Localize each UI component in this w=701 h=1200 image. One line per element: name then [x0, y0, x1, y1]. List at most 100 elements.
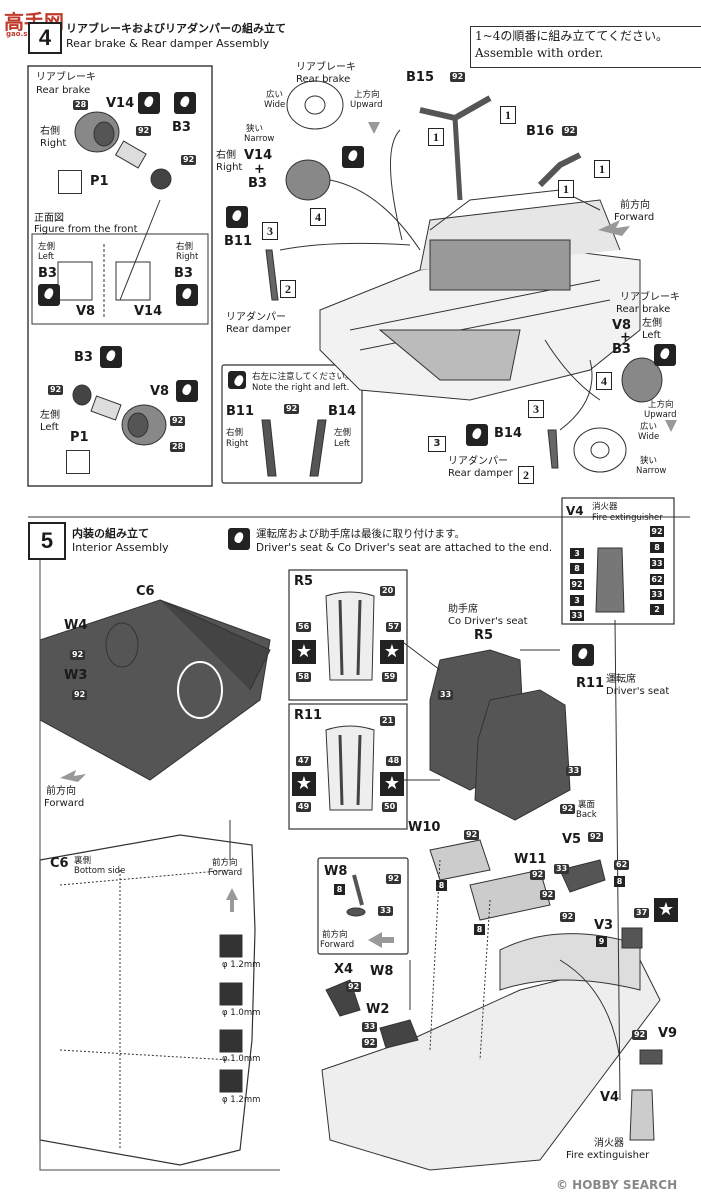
front-view-en: Figure from the front	[34, 224, 138, 235]
w8-forward-jp: 前方向	[322, 930, 348, 940]
part-92: 92	[560, 804, 576, 814]
w8-forward-en: Forward	[320, 940, 355, 950]
step5-note-en: Driver's seat & Co Driver's seat are att…	[256, 542, 553, 554]
order-step-1: 1	[594, 160, 610, 178]
no-glue-icon	[66, 450, 90, 474]
step4-title-jp: リアブレーキおよびリアダンパーの組み立て	[66, 22, 286, 35]
part-92: 92	[136, 126, 152, 136]
step5-note-jp: 運転席および助手席は最後に取り付けます。	[256, 528, 465, 540]
part-v14: V14	[106, 96, 135, 111]
color-8: 8	[650, 542, 664, 553]
drill-size: φ 1.0mm	[222, 1008, 261, 1018]
part-v8: V8	[612, 318, 632, 333]
part-c6: C6	[136, 584, 155, 599]
c4-rear-brake-en: Rear brake	[296, 74, 351, 85]
color-92: 92	[650, 526, 664, 537]
glue-icon	[38, 284, 60, 306]
assembly-order-box: 1~4の順番に組み立ててください。 Assemble with order.	[470, 26, 701, 68]
damper-right-en: Right	[226, 439, 249, 449]
part-v3: V3	[594, 918, 614, 933]
color-2: 2	[650, 604, 664, 615]
part-92: 92	[346, 982, 362, 992]
part-33: 33	[362, 1022, 378, 1032]
fv-left-en: Left	[38, 252, 54, 262]
part-47: 47	[296, 756, 312, 766]
c4-narrow-en: Narrow	[244, 134, 275, 144]
lp-left-en: Left	[40, 422, 59, 433]
glue-icon	[466, 424, 488, 446]
part-w11: W11	[514, 852, 547, 867]
step5-title-en: Interior Assembly	[72, 541, 169, 554]
part-92: 92	[284, 404, 300, 414]
back-jp: 裏面	[578, 800, 596, 810]
part-v4: V4	[600, 1090, 620, 1105]
glue-icon	[100, 346, 122, 368]
w8-box-code: W8	[324, 864, 348, 879]
part-57: 57	[386, 622, 402, 632]
color-33: 33	[650, 558, 664, 569]
fv-right-jp: 右側	[176, 242, 194, 252]
part-92: 92	[70, 650, 86, 660]
color-8: 8	[474, 924, 485, 935]
c6-bottom-en: Bottom side	[74, 866, 126, 876]
c4-forward-en: Forward	[614, 212, 655, 223]
part-49: 49	[296, 802, 312, 812]
glue-icon	[176, 380, 198, 402]
c4-upward2-jp: 上方向	[648, 400, 674, 410]
order-step-4: 4	[596, 372, 612, 390]
part-b3: B3	[248, 176, 267, 191]
part-w4: W4	[64, 618, 88, 633]
c6-bottom-jp: 裏側	[74, 856, 92, 866]
c4-wide-jp: 広い	[266, 90, 284, 100]
glue-icon	[228, 371, 246, 389]
lower-fire-jp: 消火器	[594, 1138, 624, 1149]
step4-number: 4	[28, 22, 62, 54]
part-33: 33	[554, 864, 570, 874]
part-v8: V8	[150, 384, 170, 399]
watermark-credit: © HOBBY SEARCH	[556, 1178, 678, 1192]
part-w3: W3	[64, 668, 88, 683]
order-en: Assemble with order.	[475, 46, 604, 60]
c4-damper-jp: リアダンパー	[226, 312, 286, 323]
plus-sign: +	[620, 330, 631, 345]
part-r5: R5	[474, 628, 494, 643]
part-v14: V14	[134, 304, 163, 319]
glue-icon	[226, 206, 248, 228]
step4-title-en: Rear brake & Rear damper Assembly	[66, 37, 270, 50]
fv-right-en: Right	[176, 252, 199, 262]
damper-note-en: Note the right and left.	[252, 383, 350, 393]
c4-rear-brake-jp: リアブレーキ	[296, 62, 356, 73]
part-92: 92	[170, 416, 186, 426]
part-w2: W2	[366, 1002, 390, 1017]
c4-rb2-jp: リアブレーキ	[620, 292, 680, 303]
damper-right-jp: 右側	[226, 428, 244, 438]
part-50: 50	[382, 802, 398, 812]
part-48: 48	[386, 756, 402, 766]
glue-icon	[174, 92, 196, 114]
part-33: 33	[378, 906, 394, 916]
c4-narrow2-jp: 狭い	[640, 456, 658, 466]
part-92: 92	[562, 126, 578, 136]
glue-icon	[176, 284, 198, 306]
part-v8: V8	[76, 304, 96, 319]
part-92: 92	[386, 874, 402, 884]
part-37: 37	[634, 908, 650, 918]
back-en: Back	[576, 810, 597, 820]
co-seat-en: Co Driver's seat	[448, 616, 528, 627]
part-b16: B16	[526, 124, 554, 139]
v4-en: Fire extinguisher	[592, 513, 663, 523]
part-v5: V5	[562, 832, 582, 847]
co-seat-jp: 助手席	[448, 604, 478, 615]
decal-star-icon: ★	[380, 772, 404, 796]
damper-note-jp: 右左に注意してください。	[252, 372, 354, 382]
c4-left-jp: 左側	[642, 318, 662, 329]
lp-rear-brake-en: Rear brake	[36, 85, 91, 96]
c4-upward-jp: 上方向	[354, 90, 380, 100]
decal-star-icon: ★	[292, 772, 316, 796]
fv-left-jp: 左側	[38, 242, 56, 252]
c4-damper2-en: Rear damper	[448, 468, 513, 479]
c6-bottom-title: C6	[50, 856, 69, 871]
drill-size: φ 1.2mm	[222, 1095, 261, 1105]
lp-left-jp: 左側	[40, 410, 60, 421]
